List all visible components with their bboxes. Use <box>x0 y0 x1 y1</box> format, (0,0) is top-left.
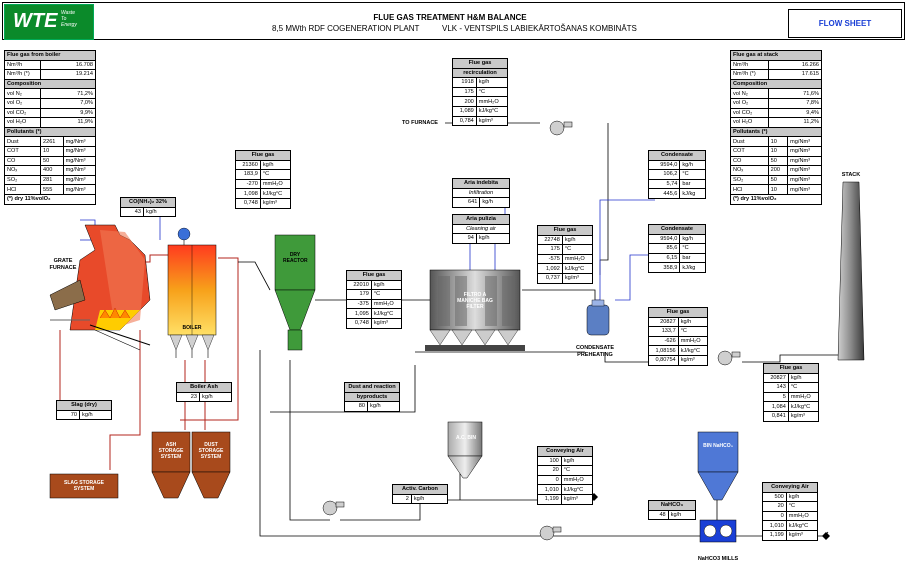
company-logo: WTE Waste To Energy <box>4 4 94 40</box>
plant-subtitle: 8,5 MWth RDF COGENERATION PLANT <box>272 24 420 33</box>
stack-shape <box>837 181 865 361</box>
fan-shapes <box>322 120 741 541</box>
valve-2 <box>822 532 830 540</box>
boiler-label: BOILER <box>182 325 202 331</box>
to-furnace-label: TO FURNACE <box>402 120 438 126</box>
slag-storage-label: SLAG STORAGE SYSTEM <box>64 480 104 492</box>
dust-storage-label: DUST STORAGE SYSTEM <box>198 442 224 460</box>
flow-sheet-label: FLOW SHEET <box>788 9 902 38</box>
storage-silos <box>49 431 231 499</box>
logo-text: WTE <box>13 10 58 32</box>
page-title: FLUE GAS TREATMENT H&M BALANCE <box>373 13 527 22</box>
nahco3-bin-label: BIN NaHCO₃ <box>703 443 733 449</box>
ash-storage-label: ASH STORAGE SYSTEM <box>158 442 184 460</box>
nahco3-bin-shape <box>697 431 739 501</box>
ac-bin-shape <box>447 421 483 479</box>
bag-filter-shape <box>425 269 525 351</box>
ac-bin-label: A.C. BIN <box>456 435 476 441</box>
stack-label: STACK <box>841 172 861 178</box>
logo-tagline: Waste To Energy <box>61 10 77 28</box>
site-subtitle: VLK - VENTSPILS LABIEKĀRTOŠANAS KOMBINĀT… <box>442 24 637 33</box>
mills-label: NaHCO3 MILLS <box>697 556 739 562</box>
mills-shape <box>699 519 737 543</box>
preheater-shape <box>586 299 610 336</box>
grate-furnace-label: GRATE FURNACE <box>49 258 77 271</box>
grate-furnace-shape <box>49 224 151 351</box>
header-frame <box>2 2 905 40</box>
bag-filter-label: FILTRO A MANICHE BAG FILTER <box>457 292 493 310</box>
condensate-preheating-label: CONDENSATE PREHEATING <box>575 345 615 358</box>
dry-reactor-shape <box>274 234 316 351</box>
boiler-shape <box>167 227 217 358</box>
dry-reactor-label: DRY REACTOR <box>283 252 308 264</box>
